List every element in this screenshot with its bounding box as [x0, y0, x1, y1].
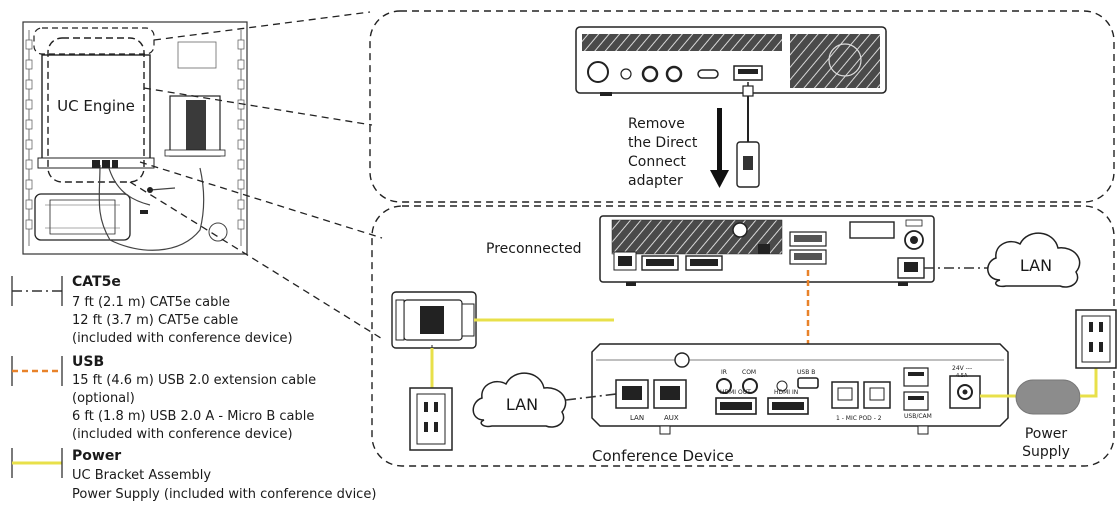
uc-engine-label: UC Engine [57, 97, 135, 115]
bracket-holes-left [25, 39, 245, 230]
conference-device-mini [34, 193, 131, 241]
bottom-detail-panel: Preconnected [371, 205, 1117, 467]
legend-power: Power UC Bracket Assembly Power Supply (… [11, 448, 376, 502]
port-aux-label: AUX [664, 414, 679, 422]
legend-usb-line-4: (included with conference device) [72, 427, 293, 442]
power-supply-label-1: Power [1025, 426, 1068, 442]
power-outlet-left-icon [409, 387, 453, 451]
usb-b-port-icon [797, 377, 819, 389]
remove-line-4: adapter [628, 173, 683, 189]
port-ir-label: IR [721, 369, 727, 376]
zoom-lines [129, 11, 385, 341]
top-highlight [33, 27, 155, 55]
port-amps-label: 4.5A [956, 373, 968, 379]
port-mic-pod-label: 1 - MIC POD - 2 [836, 415, 882, 422]
hdmi-port-icon [849, 221, 895, 239]
lan-left-label: LAN [506, 395, 538, 414]
remove-line-2: the Direct [628, 135, 698, 151]
legend-usb-title: USB [72, 354, 104, 370]
legend-usb-line-3: 6 ft (1.8 m) USB 2.0 A - Micro B cable [72, 409, 314, 424]
legend-power-line-1: UC Bracket Assembly [72, 468, 211, 483]
power-outlet-right-icon [1075, 309, 1117, 369]
remove-line-3: Connect [628, 154, 686, 170]
port-com-label: COM [742, 369, 756, 376]
mini-cables [98, 164, 205, 251]
legend-usb-line-2: (optional) [72, 391, 135, 406]
preconnected-label: Preconnected [486, 241, 582, 257]
power-supply-brick [1015, 379, 1081, 415]
conference-device: LAN AUX IR COM HDMI OUT HDMI IN USB B 1 … [591, 343, 1009, 435]
uc-engine-rear-view [599, 215, 935, 286]
port-usb-cam-label: USB/CAM [904, 413, 932, 420]
port-usb-b-label: USB B [797, 369, 815, 376]
legend-usb-line-1: 15 ft (4.6 m) USB 2.0 extension cable [72, 373, 316, 388]
legend-power-title: Power [72, 448, 121, 464]
remove-line-1: Remove [628, 116, 685, 132]
direct-connect-dongle [391, 291, 477, 349]
port-rating-label: 24V --- [952, 365, 972, 372]
legend-cat5e-line-2: 12 ft (3.7 m) CAT5e cable [72, 313, 238, 328]
power-supply-label-2: Supply [1022, 444, 1070, 460]
lan-cloud-right-icon [987, 232, 1081, 288]
legend-cat5e-line-3: (included with conference device) [72, 331, 293, 346]
port-hdmi-out-label: HDMI OUT [720, 389, 751, 396]
legend-cat5e-line-1: 7 ft (2.1 m) CAT5e cable [72, 295, 230, 310]
power-button-icon [587, 61, 609, 83]
legend-power-line-2: Power Supply (included with conference d… [72, 487, 376, 502]
top-detail-panel: Remove the Direct Connect adapter [369, 10, 1115, 203]
legend-usb: USB 15 ft (4.6 m) USB 2.0 extension cabl… [11, 354, 316, 442]
legend: CAT5e 7 ft (2.1 m) CAT5e cable 12 ft (3.… [11, 274, 376, 502]
bracket-assembly: UC Engine [22, 21, 248, 255]
conference-device-label: Conference Device [592, 447, 734, 465]
legend-cat5e-title: CAT5e [72, 274, 121, 290]
uc-engine-highlight [47, 37, 145, 183]
lan-cloud-left-icon [472, 372, 567, 428]
lan-right-label: LAN [1020, 256, 1052, 275]
port-lan-label: LAN [630, 414, 644, 422]
port-hdmi-in-label: HDMI IN [774, 389, 798, 396]
usb-c-port-icon [697, 69, 719, 79]
down-arrow-icon [710, 108, 729, 188]
legend-cat5e: CAT5e 7 ft (2.1 m) CAT5e cable 12 ft (3.… [11, 274, 293, 346]
